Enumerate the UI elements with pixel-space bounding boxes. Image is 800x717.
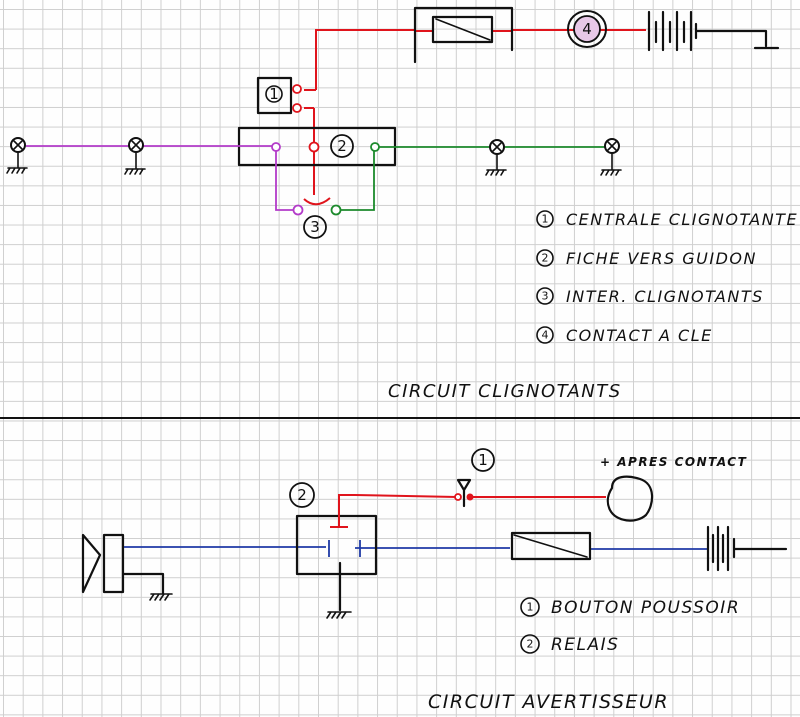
push-button-icon: [456, 478, 472, 508]
legend-marker: [536, 210, 554, 228]
left-indicator-wire-magenta: [26, 142, 304, 216]
ground-icon: [124, 139, 146, 175]
button-terminal: [466, 493, 474, 501]
control-wire-red: [338, 494, 458, 526]
marker-circle: [289, 482, 315, 508]
relay: 2: [289, 482, 378, 619]
legend-label: FICHE VERS GUIDON: [566, 249, 757, 268]
fuse-holder: [413, 6, 514, 64]
legend-item: 3 INTER. CLIGNOTANTS: [536, 287, 764, 306]
fuse-element: [435, 18, 491, 41]
battery-cells: [647, 10, 698, 52]
top-circuit-title: CIRCUIT CLIGNOTANTS: [388, 381, 622, 402]
flasher-box: [256, 76, 293, 115]
marker-2: 2: [337, 137, 347, 155]
supply-wire-segment: [315, 29, 415, 90]
lamp-front-left: [6, 137, 28, 174]
legend-marker: [520, 597, 540, 617]
marker-1: 1: [478, 451, 488, 469]
marker-circle: [303, 215, 327, 239]
marker-4: 4: [582, 20, 592, 38]
lamp-front-right: [485, 139, 507, 176]
horn-battery: [706, 525, 788, 572]
right-indicator-wire-green: [330, 142, 607, 216]
legend-item: 1 BOUTON POUSSOIR: [520, 597, 740, 618]
connector-terminal: [271, 142, 281, 152]
legend-marker: [536, 287, 554, 305]
flasher-terminal: [292, 84, 302, 94]
lamp-rear-right: [600, 138, 622, 176]
connector-terminal: [308, 141, 320, 153]
lamp-rear-left: [124, 137, 146, 175]
flasher-terminal: [292, 103, 302, 113]
fuse-element: [513, 534, 588, 558]
horn-body: [102, 533, 125, 594]
ground-icon: [6, 139, 28, 174]
supply-wire-red: [304, 29, 646, 195]
battery: [647, 10, 780, 52]
legend-item: 4 CONTACT A CLE: [536, 326, 713, 345]
legend-label: CONTACT A CLE: [566, 326, 713, 345]
legend-item: 2 RELAIS: [520, 634, 619, 655]
ground-icon: [600, 140, 622, 176]
ground-icon: [326, 611, 352, 619]
wire-segment: [340, 149, 375, 211]
marker-2: 2: [297, 486, 307, 504]
marker-circle-inner: [573, 15, 601, 43]
switch-terminal-right: [330, 204, 342, 216]
legend-number: 1: [527, 601, 534, 614]
push-button: 1: [454, 448, 495, 508]
marker-circle: [471, 448, 495, 472]
ground-icon: [485, 141, 507, 176]
legend-label: CENTRALE CLIGNOTANTE: [566, 210, 798, 229]
legend-label: INTER. CLIGNOTANTS: [566, 287, 764, 306]
switch-terminal-left: [292, 204, 304, 216]
fuse-holder-bracket: [413, 6, 514, 64]
legend-item: 2 FICHE VERS GUIDON: [536, 249, 757, 268]
legend-marker: [520, 634, 540, 654]
button-terminal: [454, 493, 462, 501]
legend-number: 2: [527, 638, 534, 651]
legend-marker: [536, 249, 554, 267]
horn: [81, 533, 173, 601]
fuse: [431, 15, 494, 44]
marker-circle: [330, 134, 354, 158]
connector-terminal: [370, 142, 380, 152]
battery-cells: [706, 525, 736, 572]
turn-signal-circuit: 4 1 2: [6, 6, 798, 402]
bottom-legend: 1 BOUTON POUSSOIR 2 RELAIS: [520, 597, 740, 655]
legend-number: 3: [542, 290, 549, 303]
wire-segment: [275, 148, 294, 211]
marker-circle-outer: [567, 10, 607, 48]
bottom-circuit-title: CIRCUIT AVERTISSEUR: [428, 691, 669, 713]
legend-item: 1 CENTRALE CLIGNOTANTE: [536, 210, 798, 229]
legend-marker: [536, 326, 554, 344]
supply-terminal-icon: [606, 475, 654, 522]
horn-circuit: 2 1 + APRES CONTACT 1 BOUTON PO: [81, 448, 788, 713]
horn-ground-wire: [122, 572, 165, 595]
switch-blade: [303, 197, 331, 206]
battery-ground: [695, 29, 780, 50]
top-legend: 1 CENTRALE CLIGNOTANTE 2 FICHE VERS GUID…: [536, 210, 798, 345]
flasher-unit: 1: [256, 76, 302, 115]
legend-number: 2: [542, 252, 549, 265]
horn-fuse: [510, 531, 592, 561]
horn-cone: [81, 533, 102, 594]
legend-label: RELAIS: [551, 635, 619, 655]
marker-1: 1: [269, 85, 279, 103]
legend-label: BOUTON POUSSOIR: [551, 598, 740, 618]
relay-box: [295, 514, 378, 576]
supply-label: + APRES CONTACT: [600, 455, 747, 469]
legend-number: 4: [542, 329, 549, 342]
ground-icon: [149, 593, 173, 601]
legend-number: 1: [542, 213, 549, 226]
marker-circle: [265, 85, 283, 103]
ignition-key-contact: 4: [567, 10, 607, 48]
relay-contacts: [328, 540, 361, 557]
marker-3: 3: [310, 218, 320, 236]
